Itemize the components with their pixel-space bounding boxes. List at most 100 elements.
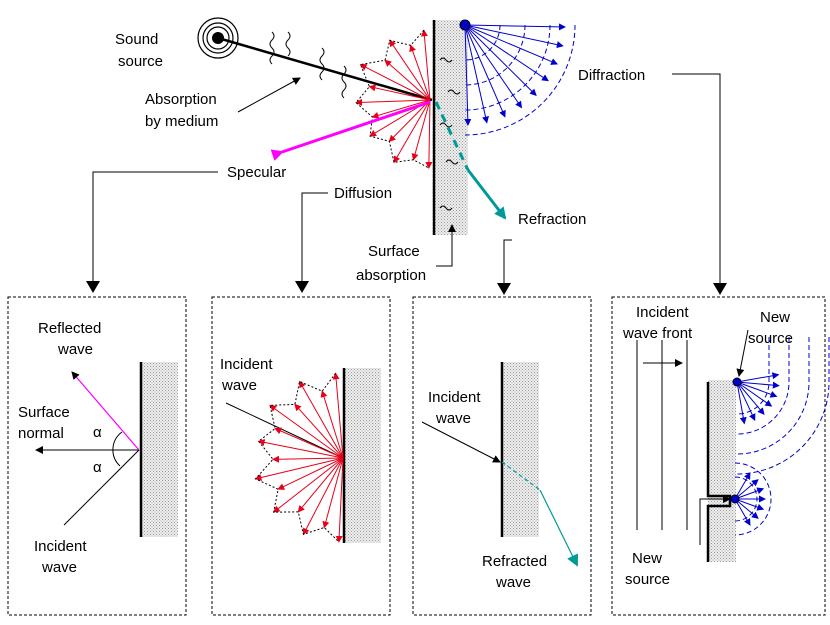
connector-diffusion xyxy=(295,192,328,293)
diffraction-wavefront xyxy=(464,24,526,86)
diffraction-ray xyxy=(464,23,566,31)
wave-front-label: Incident xyxy=(636,304,689,321)
diffraction-ray xyxy=(464,24,472,126)
diffuse-ray xyxy=(420,29,431,101)
diffuse-ray xyxy=(302,457,344,536)
diffuse-ray xyxy=(384,59,431,101)
new-source-bottom-pointer xyxy=(699,495,731,545)
diffraction-panel-front-bottom xyxy=(734,462,772,536)
alpha-top-label: α xyxy=(93,424,102,441)
diffuse-ray xyxy=(299,380,344,459)
diffusion-label: Diffusion xyxy=(334,185,392,202)
panel-refraction-frame xyxy=(412,296,592,616)
diffuse-ray xyxy=(335,457,344,543)
diffraction-ray xyxy=(464,24,564,49)
diffuse-ray xyxy=(322,457,344,529)
diffuse-ray xyxy=(320,390,344,459)
diffusion-incident-ray xyxy=(225,402,344,459)
wave-front-label-2: wave front xyxy=(622,325,693,342)
surface-absorption-label: Surface xyxy=(368,243,420,260)
diffraction-ray xyxy=(464,24,489,124)
refraction-label: Refraction xyxy=(518,211,586,228)
diffuse-ray xyxy=(254,457,344,481)
overview-wall xyxy=(434,20,468,235)
surface-absorption-pointer xyxy=(436,224,456,267)
connector-diffraction xyxy=(672,73,727,295)
surface-absorption-label-2: absorption xyxy=(356,267,426,284)
diffraction-panel-front-bottom xyxy=(734,476,758,522)
diffraction-panel-ray-bottom xyxy=(734,498,751,526)
diffuse-ray xyxy=(277,457,344,490)
new-source-top-label-2: source xyxy=(748,330,793,347)
diffraction-ray xyxy=(464,24,506,118)
barrier-upper xyxy=(708,380,736,505)
diffraction-panel-front xyxy=(736,337,770,415)
diffraction-ray xyxy=(464,24,523,109)
new-source-top-label: New xyxy=(760,309,790,326)
refraction-inside-ray xyxy=(501,461,541,491)
diffuse-ray xyxy=(274,427,344,459)
refraction-ray xyxy=(466,169,507,220)
specular-label: Specular xyxy=(227,164,286,181)
new-source-top-pointer xyxy=(736,329,749,377)
angle-arc xyxy=(112,431,123,467)
refraction-incident-ray xyxy=(421,421,501,463)
diffraction-panel-ray xyxy=(736,381,778,398)
diffraction-panel-ray-bottom xyxy=(734,479,759,500)
incident-ray xyxy=(217,36,433,102)
incident-wave-fronts xyxy=(636,340,688,530)
diffraction-panel-ray-bottom xyxy=(734,498,765,511)
diffuse-ray xyxy=(389,39,431,101)
diffusion-panel-fan xyxy=(254,372,344,543)
refraction-wall xyxy=(502,362,539,537)
diffuse-ray xyxy=(393,99,431,164)
diffraction-panel-ray xyxy=(736,381,765,415)
normal-label-2: normal xyxy=(18,425,64,442)
refracted-label: Refracted xyxy=(482,553,547,570)
diffraction-point xyxy=(459,19,471,31)
sound-source-label-2: source xyxy=(118,53,163,70)
diffusion-incident-label-2: wave xyxy=(221,377,257,394)
diffusion-envelope xyxy=(355,29,430,169)
specular-wall xyxy=(141,362,178,537)
reflected-wave-ray xyxy=(71,371,140,451)
diffraction-panel-ray-bottom xyxy=(734,472,751,500)
refraction-incident-label: Incident xyxy=(428,389,481,406)
diffuse-ray xyxy=(368,84,431,101)
refraction-incident-label-2: wave xyxy=(435,410,471,427)
incident-label: Incident xyxy=(34,538,87,555)
reflected-label: Reflected xyxy=(38,320,101,337)
diffraction-ray xyxy=(464,24,559,65)
refracted-label-2: wave xyxy=(495,574,531,591)
alpha-bottom-label: α xyxy=(93,459,102,476)
diffraction-panel-front xyxy=(736,337,790,435)
incident-label-2: wave xyxy=(41,559,77,576)
diffuse-ray xyxy=(425,99,433,169)
normal-label: Surface xyxy=(18,404,70,421)
refraction-ray-inside xyxy=(434,101,470,171)
diffraction-panel-ray-bottom xyxy=(734,487,765,500)
overview: Sound source Absorption by medium Specul… xyxy=(86,17,727,295)
absorption-label-2: by medium xyxy=(145,113,218,130)
absorption-pointer xyxy=(237,77,301,113)
diffusion-wall xyxy=(344,368,381,543)
new-source-bottom-label: New xyxy=(632,550,662,567)
diffraction-ray xyxy=(464,24,549,82)
new-source-bottom-label-2: source xyxy=(625,571,670,588)
panel-specular: Reflected wave Surface normal α α Incide… xyxy=(7,296,187,616)
diffuse-ray xyxy=(272,457,344,513)
connector-specular xyxy=(86,171,218,293)
diffraction-panel-ray xyxy=(736,381,747,425)
diffuse-ray xyxy=(411,99,431,161)
diffuse-ray xyxy=(297,457,344,513)
medium-absorption-squiggles xyxy=(269,31,347,99)
diffraction-panel-ray xyxy=(736,381,780,389)
incident-wave-ray xyxy=(63,449,140,526)
barrier-lower xyxy=(708,502,736,562)
diffuse-ray xyxy=(359,64,431,101)
panel-diffraction-frame xyxy=(611,296,826,616)
diffuse-ray xyxy=(272,455,344,463)
diffracted-fronts-bottom xyxy=(734,462,772,536)
panel-specular-frame xyxy=(7,296,187,616)
